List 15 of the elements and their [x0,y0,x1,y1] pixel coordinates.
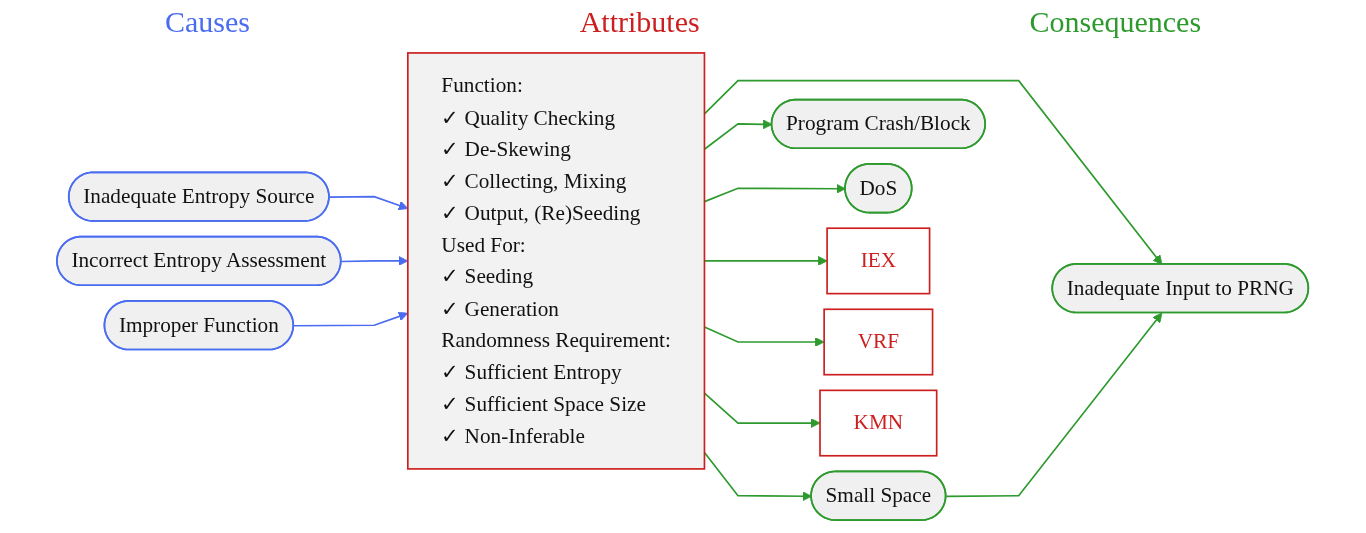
arrow [704,326,825,347]
column-heading: Consequences [1029,5,1202,39]
arrow [329,195,409,211]
node-box: KMN [819,389,938,457]
arrow [704,79,1163,265]
column-heading: Attributes [579,5,700,39]
node-box: VRF [823,308,934,376]
arrow [293,311,409,327]
arrow [945,312,1163,498]
column-heading: Causes [164,5,250,39]
node-box: Function: ✓ Quality Checking ✓ De-Skewing ✓ Collecting, Mixing ✓ Output, (Re)Seeding Used For: ✓ Seeding ✓ Generation Randomness Requirement: ✓ Sufficient Entropy ✓ Sufficient Space Size ✓ Non-Inferable [407,52,706,470]
arrow [704,392,821,428]
node-box: IEX [826,227,931,295]
arrow [704,119,773,151]
arrow [704,256,828,266]
